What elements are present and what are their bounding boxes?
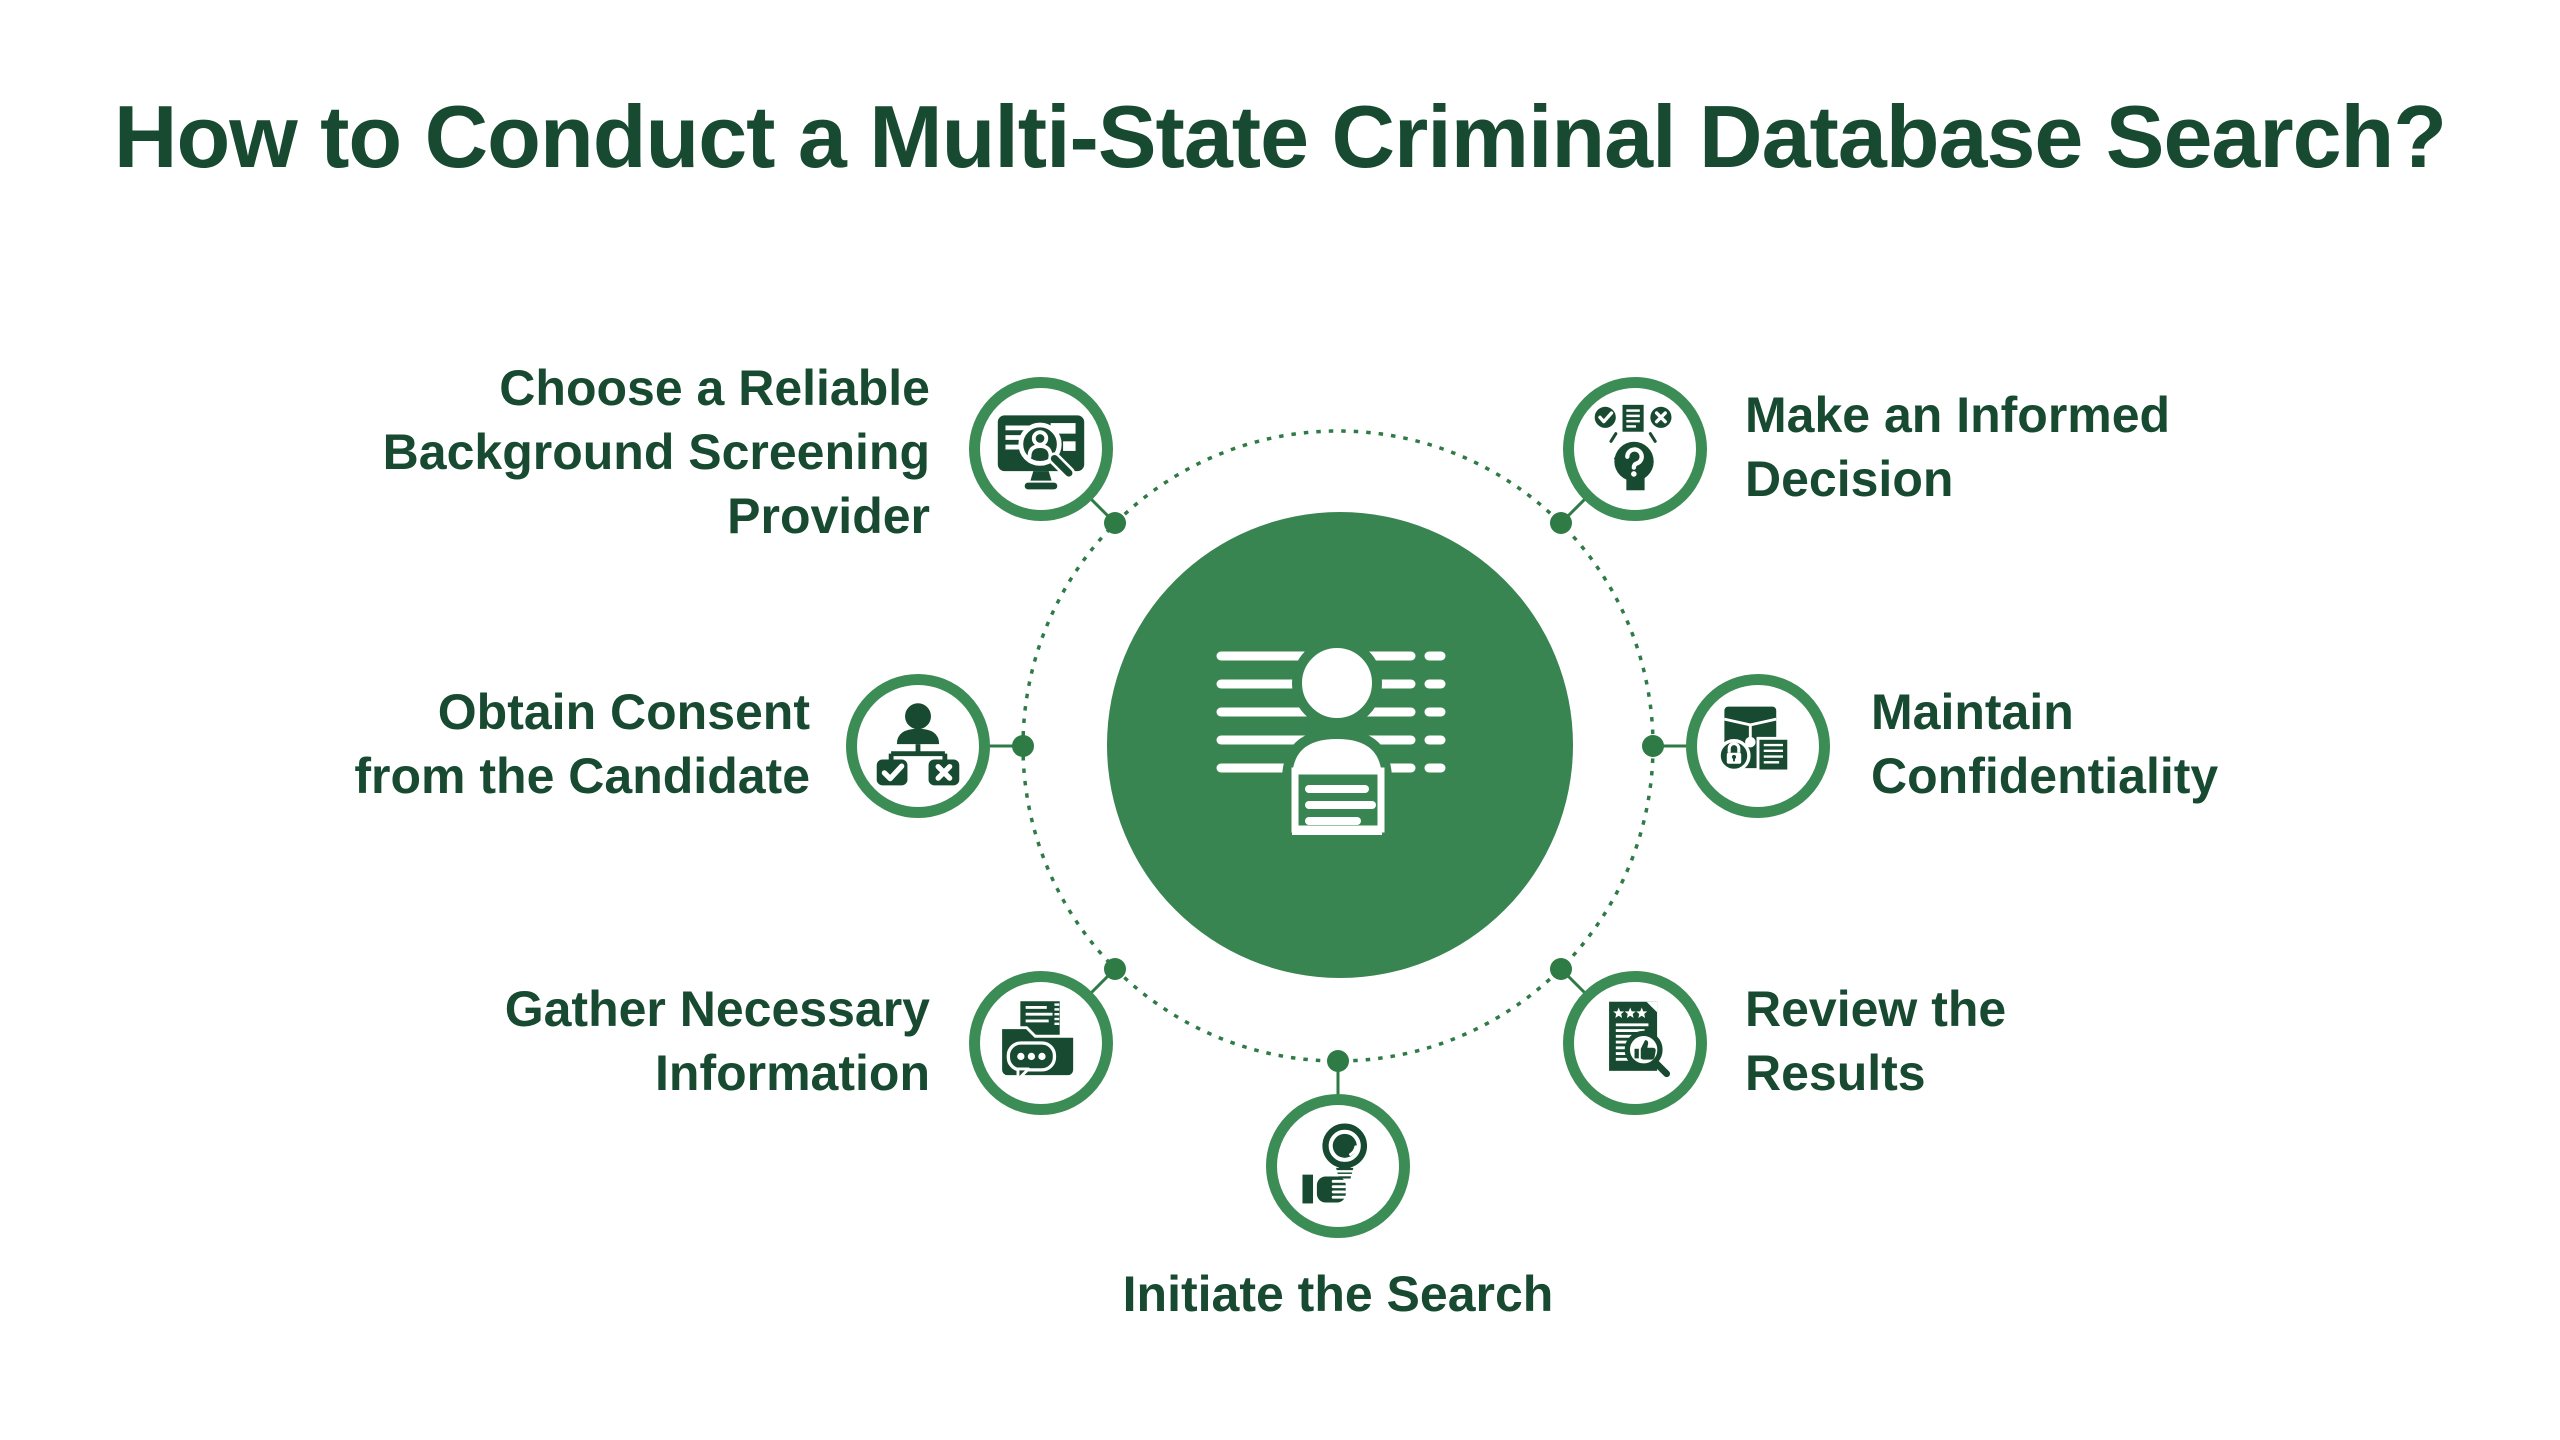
hand-magnifier-icon xyxy=(1302,1123,1368,1204)
step-node-confidentiality xyxy=(1686,674,1830,818)
step-node-review-results xyxy=(1563,971,1707,1115)
consent-checklist-icon xyxy=(876,703,960,786)
orbit-dot xyxy=(1642,735,1664,757)
orbit-dot xyxy=(1550,512,1572,534)
orbit-dots xyxy=(1012,512,1664,1072)
step-label-decision: Make an Informed Decision xyxy=(1745,387,2171,507)
report-review-icon xyxy=(1609,1001,1671,1078)
monitor-search-icon xyxy=(997,415,1085,490)
orbit-dot xyxy=(1327,1050,1349,1072)
step-label-initiate-search: Initiate the Search xyxy=(1122,1266,1554,1322)
folder-documents-icon xyxy=(999,998,1077,1081)
step-label-gather-info: Gather Necessary Information xyxy=(504,981,930,1101)
step-label-provider: Choose a Reliable Background Screening P… xyxy=(382,360,930,544)
orbit-dot xyxy=(1012,735,1034,757)
step-node-consent xyxy=(846,674,990,818)
step-node-gather-info xyxy=(969,971,1113,1115)
step-node-initiate-search xyxy=(1266,1094,1410,1238)
step-node-decision xyxy=(1563,377,1707,521)
decision-head-icon xyxy=(1594,404,1672,491)
step-label-confidentiality: Maintain Confidentiality xyxy=(1871,684,2219,804)
confidential-file-icon xyxy=(1717,706,1791,775)
orbit-dot xyxy=(1550,958,1572,980)
orbit-dot xyxy=(1104,958,1126,980)
orbit-dot xyxy=(1104,512,1126,534)
mugshot-icon xyxy=(1216,638,1446,845)
step-label-review-results: Review the Results xyxy=(1745,981,2007,1101)
step-label-consent: Obtain Consent from the Candidate xyxy=(354,684,810,804)
step-node-provider xyxy=(969,377,1113,521)
page-title: How to Conduct a Multi-State Criminal Da… xyxy=(113,87,2447,186)
